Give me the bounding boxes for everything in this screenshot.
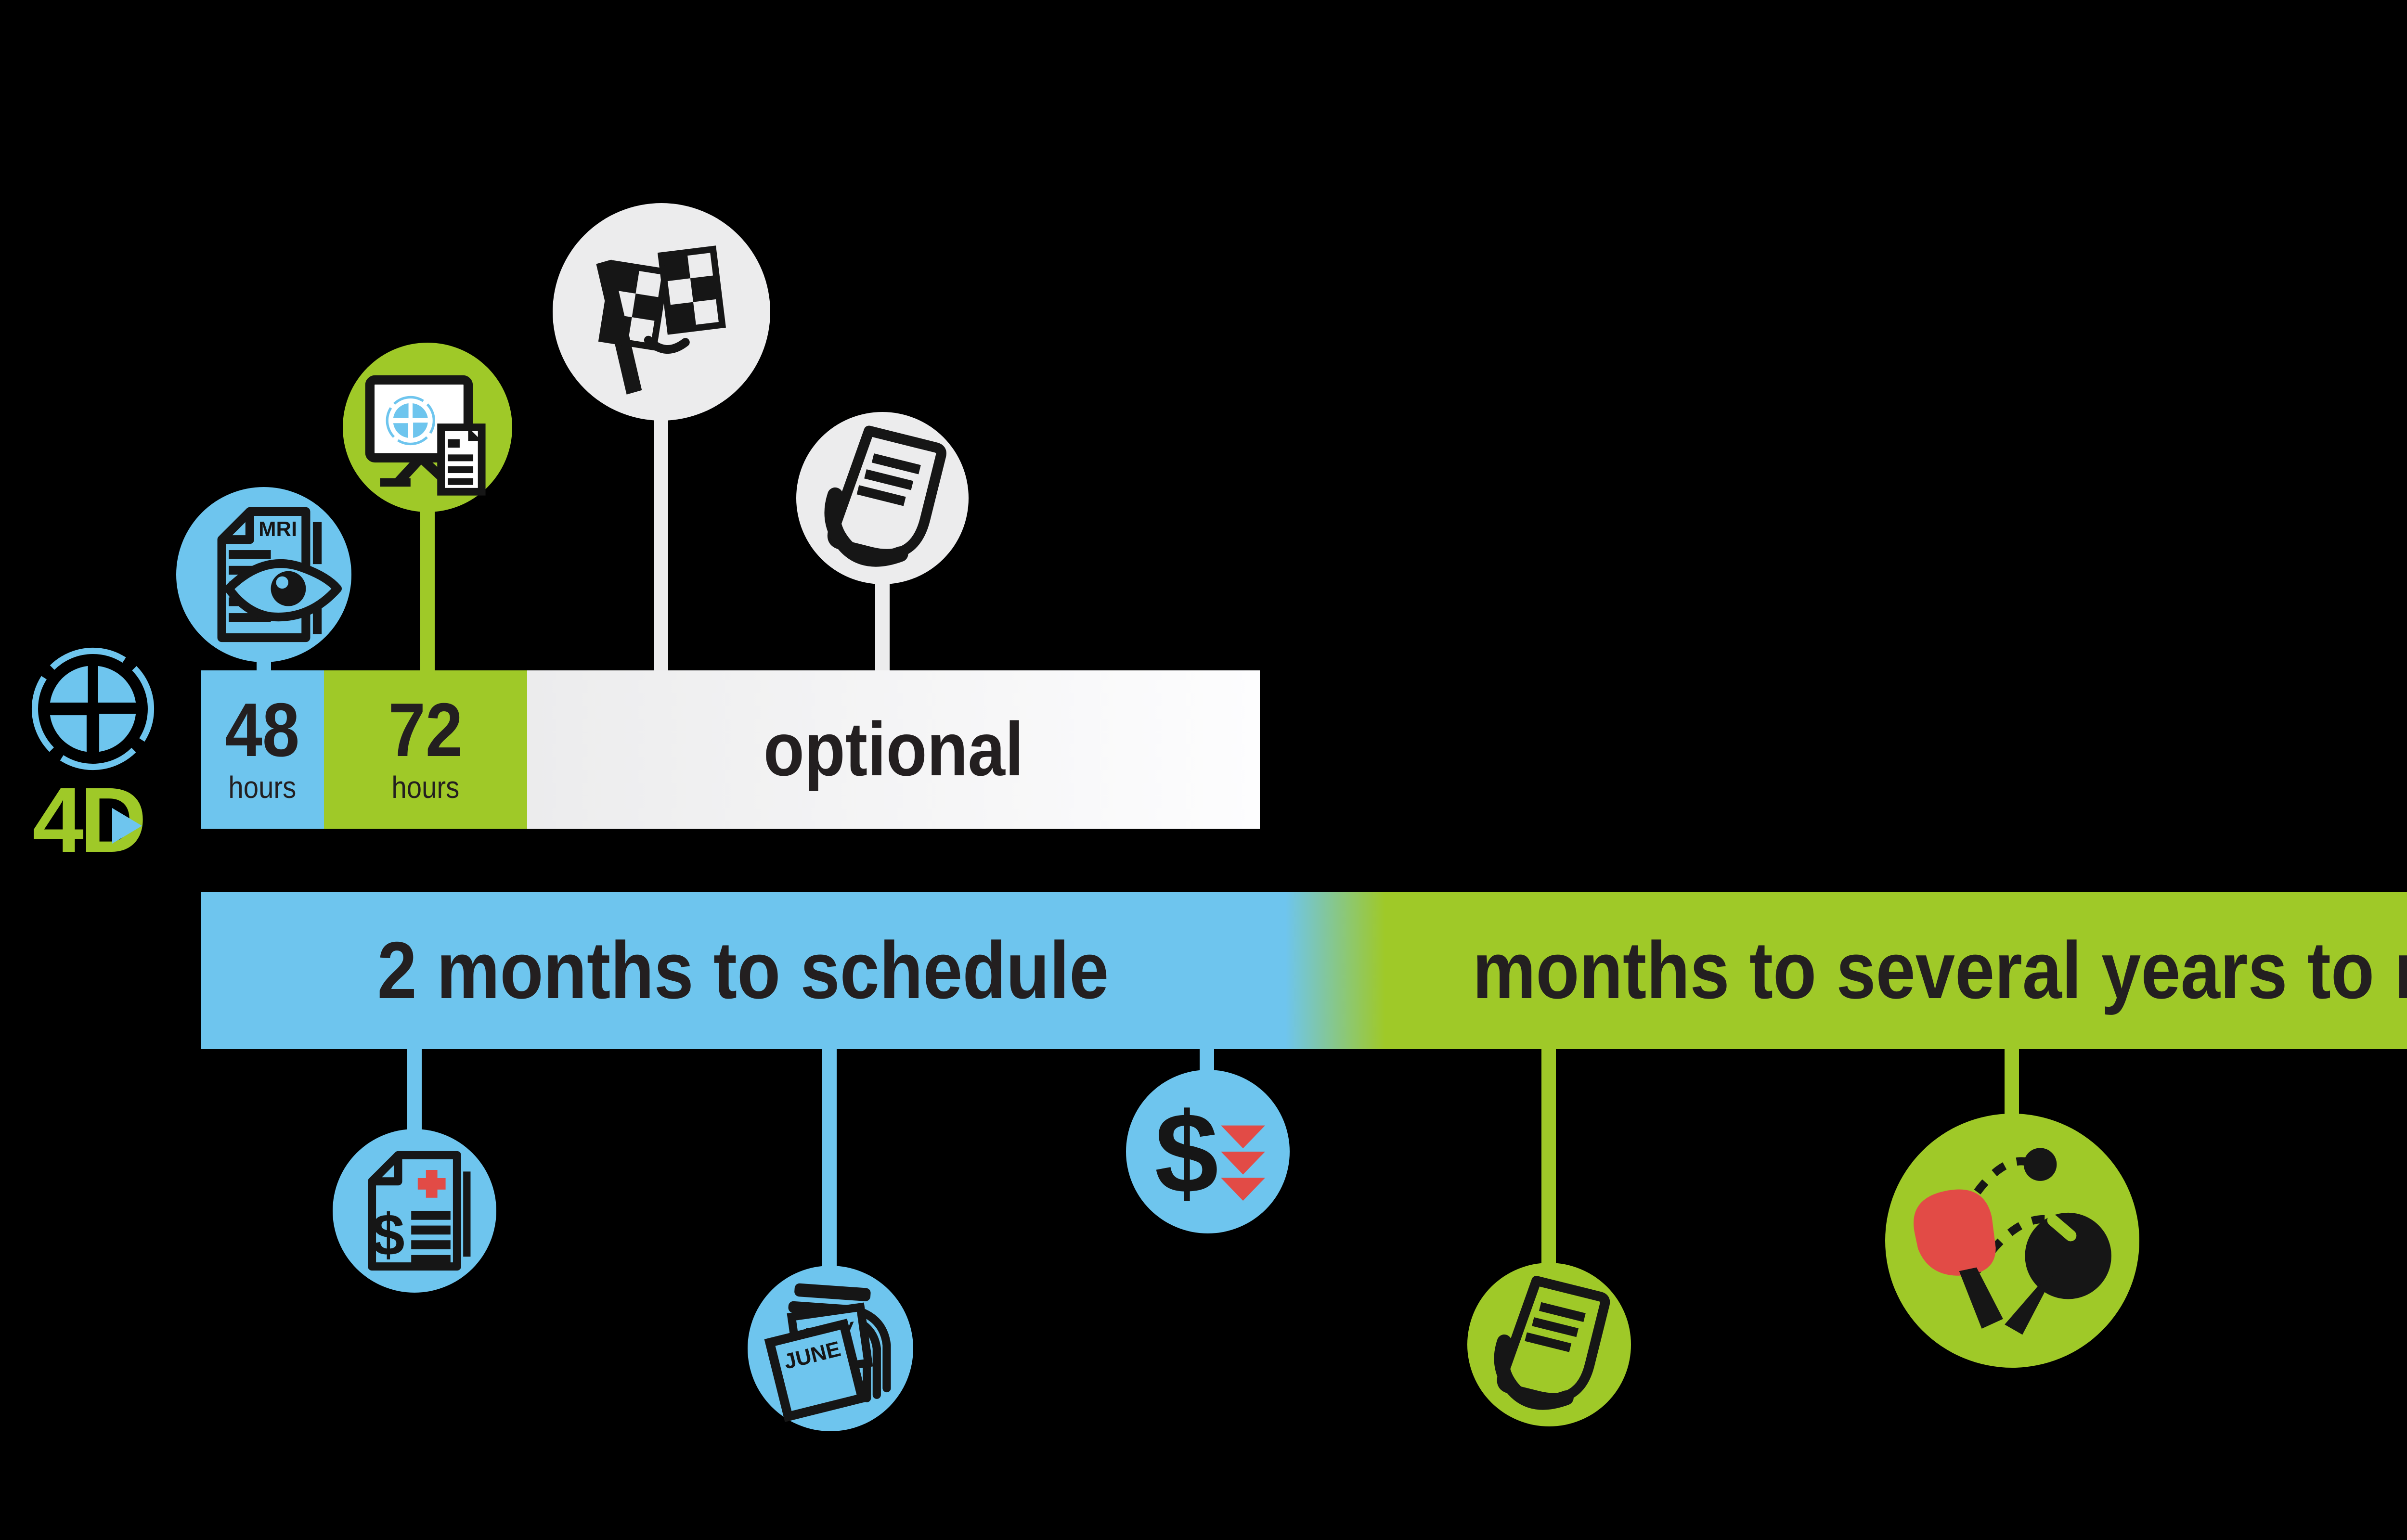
document-icon: [796, 412, 969, 584]
brand-4d: 4D: [32, 768, 146, 872]
connector-line: [822, 1048, 837, 1270]
connector-line: [420, 505, 435, 673]
red-paddle-icon: [1914, 1189, 2003, 1329]
monitor-report-icon: [343, 343, 512, 512]
wheel-logo-icon: [30, 646, 156, 772]
hours-bar: 48 hours 72 hours optional: [201, 670, 1260, 829]
schedule-label: 2 months to schedule: [377, 925, 1109, 1015]
medical-bill-icon: $: [333, 1129, 496, 1293]
black-paddle-icon: [2005, 1212, 2111, 1335]
down-arrow-icon: [1221, 1152, 1265, 1175]
segment-resolve: months to several years to resolve: [1285, 892, 2407, 1049]
resolve-label: months to several years to resolve: [1472, 925, 2407, 1015]
down-arrow-icon: [1221, 1178, 1265, 1201]
segment-optional: optional: [527, 670, 1260, 829]
connector-line: [407, 1048, 422, 1132]
segment-48-hours: 48 hours: [201, 670, 324, 829]
document-icon: [1467, 1263, 1631, 1426]
dollar-sign: $: [372, 1202, 405, 1268]
segment-72-hours: 72 hours: [324, 670, 527, 829]
down-arrow-icon: [1221, 1125, 1265, 1149]
mri-label: MRI: [259, 517, 297, 541]
hours-value: 48: [225, 688, 300, 773]
connector-line: [654, 416, 668, 673]
optional-label: optional: [763, 707, 1024, 792]
segment-schedule: 2 months to schedule: [201, 892, 1285, 1049]
calendar-pages-icon: JULY JUNE: [748, 1266, 913, 1431]
connector-line: [875, 580, 890, 673]
hours-value: 72: [388, 688, 463, 773]
mri-report-eye-icon: MRI: [176, 487, 351, 662]
play-triangle-icon: [112, 808, 142, 844]
checkered-flag-icon: [553, 203, 770, 421]
connector-line: [2005, 1048, 2019, 1119]
hours-unit: hours: [391, 770, 460, 805]
dollar-decrease-icon: $: [1126, 1070, 1290, 1233]
connector-line: [1541, 1048, 1556, 1267]
timeline-bar: 2 months to schedule months to several y…: [201, 892, 2407, 1049]
ping-pong-rally-icon: [1885, 1114, 2139, 1368]
hours-unit: hours: [228, 770, 297, 805]
ball-icon: [2023, 1148, 2057, 1181]
dollar-sign: $: [1155, 1090, 1218, 1217]
